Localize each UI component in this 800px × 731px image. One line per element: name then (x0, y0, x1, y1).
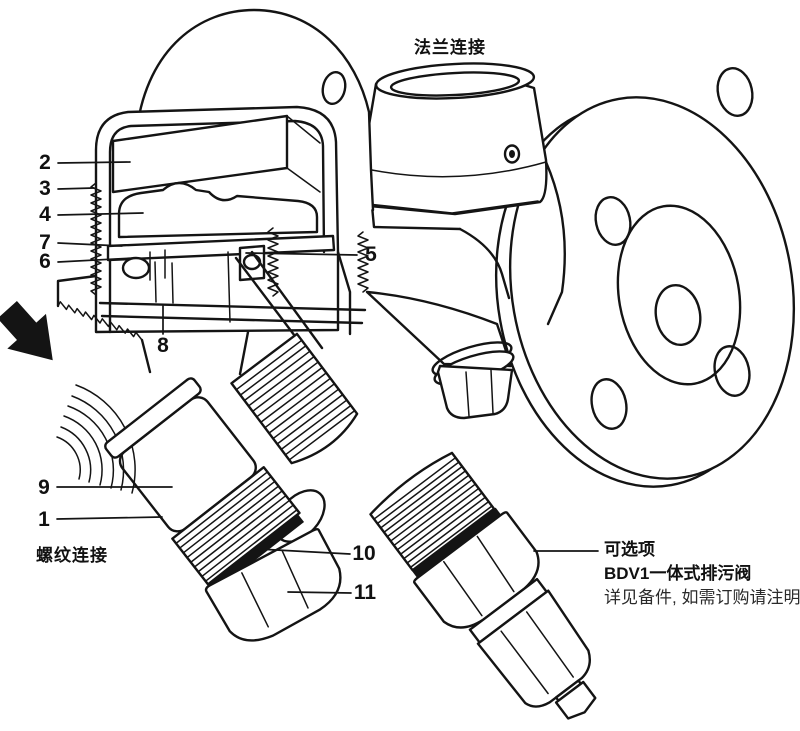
callout-1: 1 (38, 508, 50, 531)
outlet-branch (230, 332, 359, 465)
strainer-leg (104, 377, 342, 642)
hex-cap (204, 527, 342, 642)
optional-name: BDV1一体式排污阀 (604, 564, 752, 583)
leader-lines (56, 161, 599, 594)
main-trap-cutaway (90, 105, 369, 358)
optional-part-label: 可选项 BDV1一体式排污阀 详见备件, 如需订购请注明 (604, 538, 800, 610)
callout-2: 2 (39, 151, 51, 174)
callout-10: 10 (352, 542, 376, 565)
callout-4: 4 (39, 203, 51, 226)
optional-note: 详见备件, 如需订购请注明 (604, 588, 800, 607)
flow-arrow-icon (0, 301, 53, 361)
callout-6: 6 (39, 250, 51, 273)
trap-body-inlet (56, 250, 367, 494)
flange-disc (494, 67, 796, 488)
bdv1-seal-ring (411, 507, 502, 578)
bdv1-blowdown-valve (369, 451, 597, 720)
flanged-trap-drain-plug (365, 290, 515, 420)
flange-connection-label: 法兰连接 (414, 38, 486, 57)
callout-8: 8 (157, 334, 169, 357)
flanged-trap-cover (360, 62, 566, 326)
callout-5: 5 (365, 243, 377, 266)
callout-9: 9 (38, 476, 50, 499)
callout-7: 7 (39, 231, 51, 254)
callout-11: 11 (353, 581, 377, 604)
callout-3: 3 (39, 177, 51, 200)
optional-title: 可选项 (604, 540, 655, 559)
threaded-connection-label: 螺纹连接 (36, 546, 108, 565)
